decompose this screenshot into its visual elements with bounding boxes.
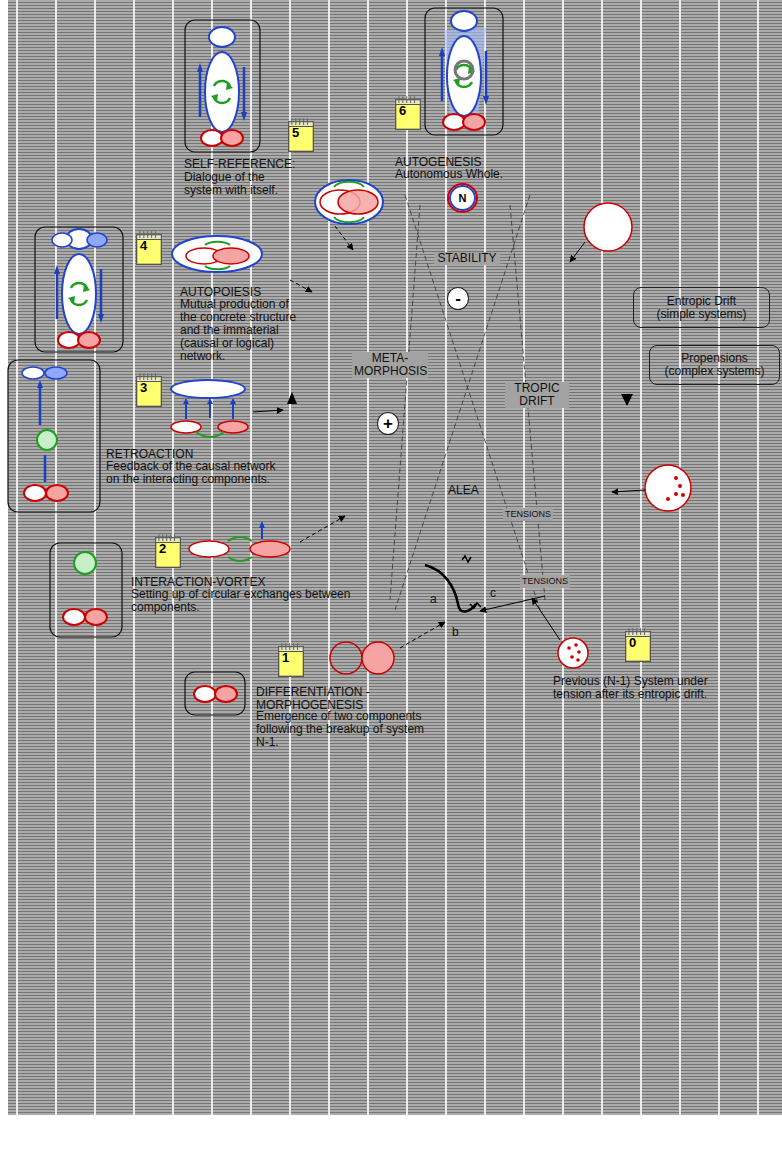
callout-note: 2 (155, 533, 181, 568)
callout-number: 0 (625, 627, 651, 650)
node-text: N (459, 192, 467, 204)
markers (287, 392, 633, 612)
figures (22, 11, 489, 702)
callout-number: 4 (136, 230, 162, 253)
callout-note: 0 (625, 627, 651, 662)
sign-circle: - (447, 287, 469, 310)
node-text: + (383, 415, 393, 432)
arrows (253, 226, 645, 648)
label-text: c (490, 587, 496, 600)
label-text: TROPIC DRIFT (505, 382, 569, 408)
label-text: ALEA (448, 484, 479, 497)
system-circle: N (447, 183, 478, 213)
sign-circle: + (377, 412, 399, 435)
node-text: - (455, 290, 461, 307)
drift-box: Propensions (complex systems) (649, 345, 780, 385)
label-text: Mutual production of the concrete struct… (180, 298, 300, 363)
node-text: Propensions (complex systems) (660, 352, 769, 378)
label-text: Dialogue of the system with itself. (184, 171, 292, 197)
callout-note: 6 (395, 95, 421, 130)
label-text: Previous (N-1) System under tension afte… (553, 675, 708, 701)
callout-number: 2 (155, 533, 181, 556)
label-text: DIFFERENTIATION - MORPHOGENESIS (256, 686, 431, 712)
callout-note: 3 (136, 372, 162, 407)
label-text: Feedback of the causal network on the in… (106, 460, 276, 486)
callout-number: 3 (136, 372, 162, 395)
drift-box: Entropic Drift (simple systems) (633, 287, 770, 328)
label-text: b (452, 626, 459, 639)
label-text: STABILITY (434, 252, 500, 265)
callout-number: 6 (395, 95, 421, 118)
callout-number: 1 (278, 642, 304, 665)
label-text: Setting up of circular exchanges between… (131, 588, 351, 614)
callout-note: 5 (288, 117, 314, 152)
node-text: Entropic Drift (simple systems) (647, 295, 756, 321)
callout-number: 5 (288, 117, 314, 140)
label-text: TENSIONS (503, 508, 553, 521)
figure-boxes (8, 8, 503, 715)
label-text: SELF-REFERENCE: (184, 158, 295, 171)
callout-note: 4 (136, 230, 162, 265)
label-text: a (430, 593, 437, 606)
label-text: Emergence of two components following th… (256, 710, 428, 749)
label-text: TENSIONS (520, 575, 570, 588)
label-text: META- MORPHOSIS (352, 352, 428, 378)
label-text: Autonomous Whole. (395, 168, 503, 181)
callout-note: 1 (278, 642, 304, 677)
